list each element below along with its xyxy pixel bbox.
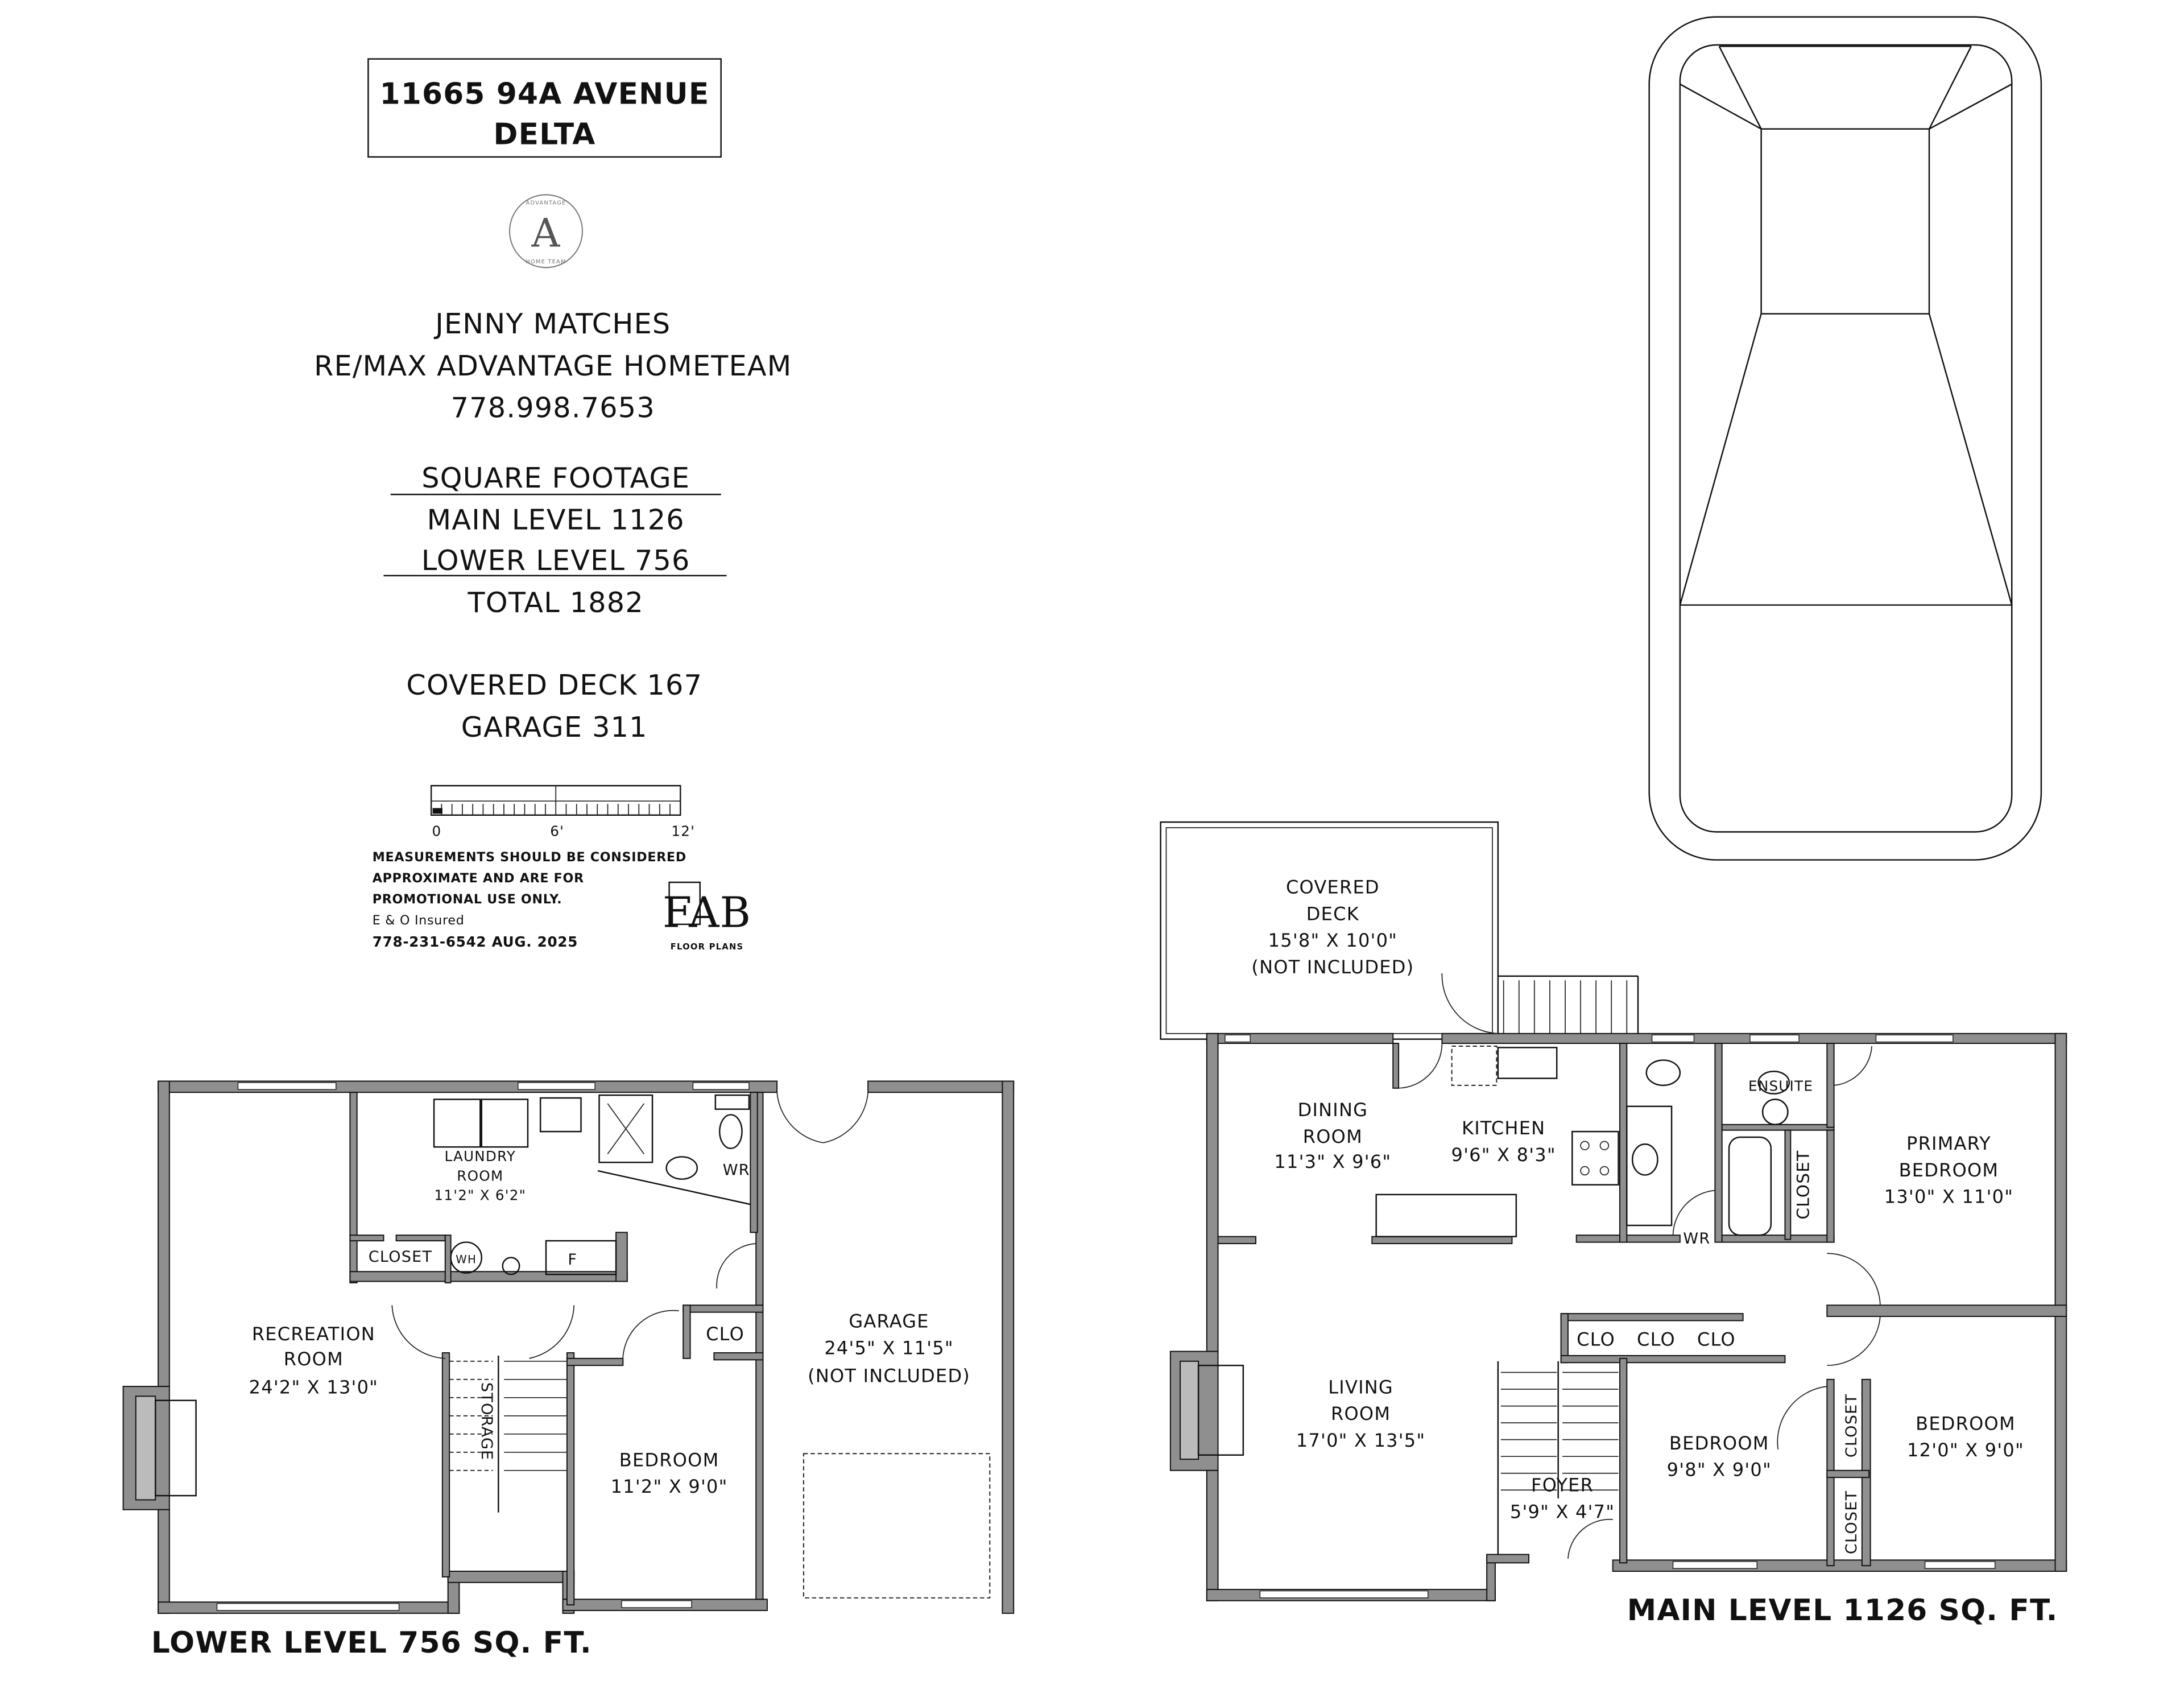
garage-name: GARAGE xyxy=(849,1311,929,1332)
scale-label-12: 12' xyxy=(671,823,695,840)
total-sqft: TOTAL 1882 xyxy=(468,586,644,619)
living-room-name-2: ROOM xyxy=(1331,1403,1391,1424)
agent-name: JENNY MATCHES xyxy=(433,307,671,340)
scale-label-0: 0 xyxy=(432,823,442,840)
address-line-1: 11665 94A AVENUE xyxy=(380,77,710,111)
agent-phone: 778.998.7653 xyxy=(451,391,655,424)
window xyxy=(1924,1561,1996,1569)
garage-note: (NOT INCLUDED) xyxy=(808,1365,970,1387)
fab-logo-name: FAB xyxy=(663,889,751,938)
scale-label-6: 6' xyxy=(550,823,564,840)
disclaimer-line: PROMOTIONAL USE ONLY. xyxy=(373,892,562,907)
disclaimer-line: E & O Insured xyxy=(373,913,465,928)
deck-name: COVERED xyxy=(1286,877,1380,898)
window xyxy=(1749,1034,1800,1043)
lower-bedroom-name: BEDROOM xyxy=(619,1449,719,1471)
contact-date: 778-231-6542 AUG. 2025 xyxy=(373,934,578,950)
hall-closet-3: CLO xyxy=(1697,1329,1736,1351)
advantage-logo: A ADVANTAGE HOME TEAM xyxy=(509,194,583,269)
garage-roof-plan xyxy=(1648,16,2042,861)
window xyxy=(1259,1590,1429,1599)
bedroom-2-dims: 9'8" X 9'0" xyxy=(1667,1459,1772,1481)
foyer-name: FOYER xyxy=(1531,1475,1594,1496)
window xyxy=(1672,1561,1757,1569)
lower-level-plan: LAUNDRY ROOM 11'2" X 6'2" CLOSET WH F WR… xyxy=(122,1080,1015,1660)
window xyxy=(1875,1034,1954,1043)
square-footage-heading: SQUARE FOOTAGE xyxy=(421,461,690,494)
disclaimer-line: MEASUREMENTS SHOULD BE CONSIDERED xyxy=(373,850,686,865)
washroom-label: WR xyxy=(723,1161,750,1179)
laundry-room-name-2: ROOM xyxy=(457,1167,503,1184)
recreation-room-name: RECREATION xyxy=(252,1323,375,1345)
main-level-plan: COVERED DECK 15'8" X 10'0" (NOT INCLUDED… xyxy=(1160,821,2067,1628)
fab-logo: FAB FLOOR PLANS xyxy=(663,881,751,952)
logo-top-text: ADVANTAGE xyxy=(526,200,566,207)
living-room-dims: 17'0" X 13'5" xyxy=(1296,1430,1425,1451)
primary-bedroom-name-2: BEDROOM xyxy=(1899,1159,1999,1181)
window xyxy=(621,1600,692,1608)
deck-dims: 15'8" X 10'0" xyxy=(1268,930,1397,951)
disclaimer-line: APPROXIMATE AND ARE FOR xyxy=(373,871,584,886)
disclaimer: MEASUREMENTS SHOULD BE CONSIDERED APPROX… xyxy=(373,850,686,950)
recreation-room-name-2: ROOM xyxy=(284,1348,344,1370)
window xyxy=(216,1603,400,1611)
recreation-room-dims: 24'2" X 13'0" xyxy=(249,1376,378,1398)
logo-letter: A xyxy=(531,210,561,256)
dining-room-name: DINING xyxy=(1298,1099,1368,1121)
logo-bottom-text: HOME TEAM xyxy=(526,259,566,265)
deck-note: (NOT INCLUDED) xyxy=(1251,956,1414,978)
closet-label-clo: CLO xyxy=(706,1323,744,1345)
garage-dims: 24'5" X 11'5" xyxy=(824,1337,953,1359)
window xyxy=(1651,1034,1695,1043)
deck-name-2: DECK xyxy=(1306,903,1359,924)
lower-bedroom-dims: 11'2" X 9'0" xyxy=(611,1476,728,1497)
address-box: 11665 94A AVENUE DELTA xyxy=(367,58,722,158)
agent-brokerage: RE/MAX ADVANTAGE HOMETEAM xyxy=(314,349,792,382)
window xyxy=(237,1082,337,1091)
foyer-dims: 5'9" X 4'7" xyxy=(1510,1501,1615,1523)
main-washroom-label: WR xyxy=(1683,1230,1710,1248)
covered-deck-sqft: COVERED DECK 167 xyxy=(406,668,702,701)
scale-bar: 0 6' 12' xyxy=(430,784,695,840)
laundry-room-dims: 11'2" X 6'2" xyxy=(434,1187,526,1204)
window xyxy=(1225,1034,1251,1043)
bedroom-2-name: BEDROOM xyxy=(1669,1432,1769,1454)
bedroom-3-closet-label: CLOSET xyxy=(1843,1394,1860,1458)
bedroom-3-dims: 12'0" X 9'0" xyxy=(1907,1439,2024,1461)
lower-level-sqft: LOWER LEVEL 756 xyxy=(421,544,690,577)
lower-level-title: LOWER LEVEL 756 SQ. FT. xyxy=(151,1626,592,1660)
fab-logo-sub: FLOOR PLANS xyxy=(671,942,744,952)
closet-label: CLOSET xyxy=(369,1248,433,1266)
primary-bedroom-dims: 13'0" X 11'0" xyxy=(1884,1186,2013,1208)
ensuite-label: ENSUITE xyxy=(1748,1078,1813,1095)
furnace-label: F xyxy=(568,1251,577,1269)
bedroom-2-closet-label: CLOSET xyxy=(1843,1490,1860,1555)
window xyxy=(692,1082,750,1091)
address-line-2: DELTA xyxy=(494,118,596,152)
storage-label: STORAGE xyxy=(478,1382,495,1460)
kitchen-dims: 9'6" X 8'3" xyxy=(1451,1144,1556,1166)
laundry-room-name: LAUNDRY xyxy=(444,1148,516,1164)
main-level-sqft: MAIN LEVEL 1126 xyxy=(427,503,685,536)
hall-closet-1: CLO xyxy=(1577,1329,1615,1351)
bedroom-3-name: BEDROOM xyxy=(1916,1413,2016,1434)
dining-room-dims: 11'3" X 9'6" xyxy=(1274,1151,1391,1172)
window xyxy=(518,1082,595,1091)
primary-closet-label: CLOSET xyxy=(1793,1150,1813,1220)
primary-bedroom-name: PRIMARY xyxy=(1906,1133,1991,1154)
living-room-name: LIVING xyxy=(1328,1376,1393,1398)
hall-closet-2: CLO xyxy=(1637,1329,1676,1351)
dining-room-name-2: ROOM xyxy=(1303,1126,1363,1147)
main-level-title: MAIN LEVEL 1126 SQ. FT. xyxy=(1627,1593,2058,1628)
kitchen-name: KITCHEN xyxy=(1462,1117,1545,1139)
garage-sqft: GARAGE 311 xyxy=(461,711,648,744)
water-heater-label: WH xyxy=(456,1253,477,1266)
